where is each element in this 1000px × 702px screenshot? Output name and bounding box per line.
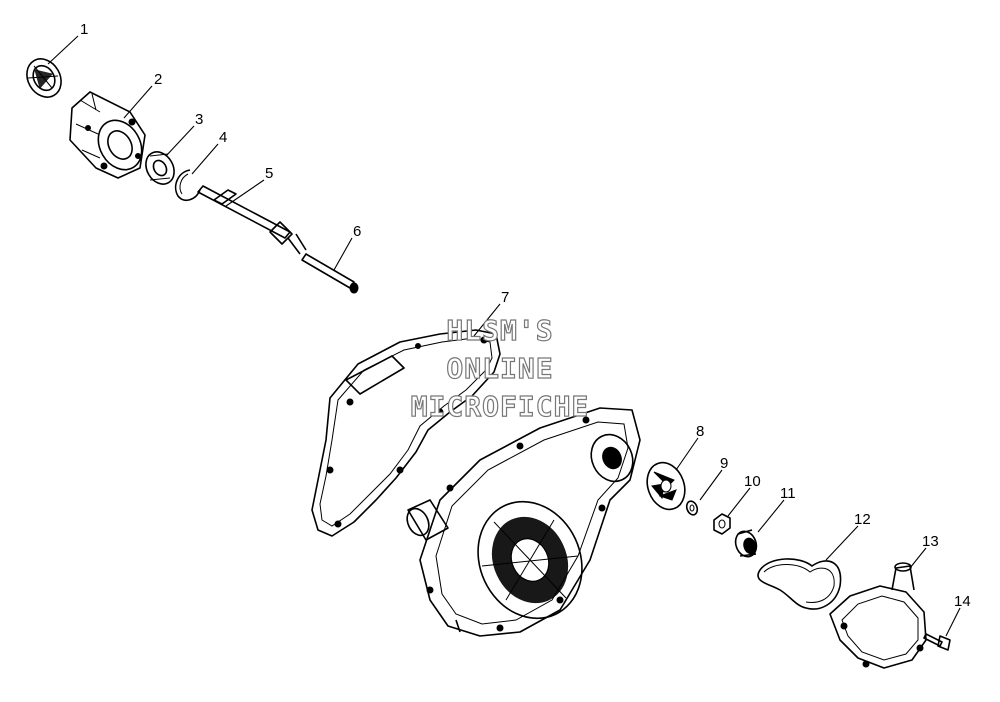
callout-7: 7 bbox=[501, 289, 509, 306]
watermark: HLSM'S ONLINE MICROFICHE bbox=[410, 313, 590, 423]
leader-7 bbox=[473, 303, 501, 337]
leader-1 bbox=[47, 35, 79, 65]
callout-10: 10 bbox=[744, 473, 761, 490]
callout-3: 3 bbox=[195, 111, 203, 128]
leader-12 bbox=[825, 525, 859, 561]
leader-5 bbox=[225, 179, 265, 207]
callout-11: 11 bbox=[780, 485, 796, 502]
leader-8 bbox=[675, 437, 699, 471]
part-11-seal[interactable] bbox=[732, 528, 760, 559]
watermark-line-1: HLSM'S bbox=[446, 314, 553, 347]
part-5-pump-shaft[interactable] bbox=[197, 185, 307, 255]
callout-6: 6 bbox=[353, 223, 361, 240]
leader-6 bbox=[333, 237, 353, 271]
part-6-pin[interactable] bbox=[301, 253, 359, 294]
leader-4 bbox=[191, 143, 219, 175]
part-3-bearing[interactable] bbox=[140, 147, 180, 189]
callout-9: 9 bbox=[720, 455, 728, 472]
watermark-line-2: ONLINE bbox=[446, 352, 553, 385]
callout-12: 12 bbox=[854, 511, 871, 528]
callout-2: 2 bbox=[154, 71, 162, 88]
part-7-gasket[interactable] bbox=[311, 329, 501, 537]
leader-13 bbox=[909, 547, 927, 569]
part-12-o-ring[interactable] bbox=[757, 558, 842, 610]
part-9-washer[interactable] bbox=[685, 500, 699, 517]
leader-lines bbox=[47, 35, 961, 637]
leader-10 bbox=[727, 487, 751, 517]
leader-11 bbox=[757, 499, 785, 533]
callout-8: 8 bbox=[696, 423, 704, 440]
part-10-nut[interactable] bbox=[713, 513, 731, 535]
callout-5: 5 bbox=[265, 165, 273, 182]
callout-13: 13 bbox=[922, 533, 939, 550]
callout-14: 14 bbox=[954, 593, 971, 610]
callouts: 1 2 3 4 5 6 7 8 9 10 11 12 13 14 bbox=[80, 21, 971, 610]
leader-2 bbox=[123, 85, 153, 119]
part-2-pump-housing[interactable] bbox=[69, 91, 150, 179]
crankcase-cover bbox=[406, 407, 641, 637]
part-14-bolt[interactable] bbox=[923, 633, 951, 651]
callout-4: 4 bbox=[219, 129, 227, 146]
part-4-circlip[interactable] bbox=[174, 169, 201, 202]
leader-9 bbox=[699, 469, 723, 501]
leader-3 bbox=[165, 125, 195, 157]
part-8-impeller[interactable] bbox=[641, 457, 691, 514]
callout-1: 1 bbox=[80, 21, 88, 38]
leader-14 bbox=[945, 607, 961, 637]
part-1-oil-seal[interactable] bbox=[20, 53, 68, 104]
part-13-pump-cover[interactable] bbox=[829, 562, 927, 669]
watermark-line-3: MICROFICHE bbox=[411, 390, 590, 423]
